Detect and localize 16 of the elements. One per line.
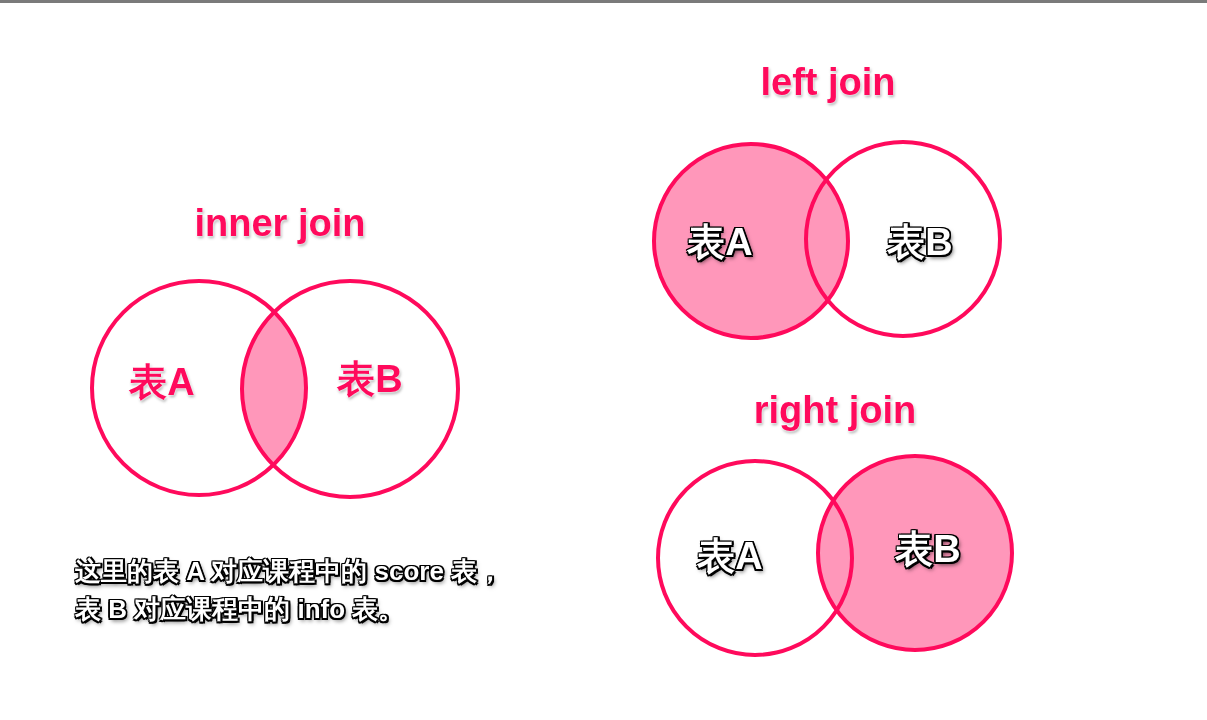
venn-circle [656,459,854,657]
join-heading: right join [753,390,917,432]
venn-circle [90,279,308,497]
set-label: 表B [895,529,961,571]
set-label: 表B [337,359,403,401]
venn-circle [804,140,1002,338]
join-heading: inner join [194,203,366,245]
set-label: 表A [129,362,195,404]
note-text: 这里的表 A 对应课程中的 score 表，表 B 对应课程中的 info 表。 [75,555,505,628]
set-label: 表B [887,222,953,264]
venn-circle [816,454,1014,652]
venn-circle [240,279,460,499]
set-label: 表A [687,222,753,264]
set-label: 表A [697,536,763,578]
join-heading: left join [760,62,896,104]
venn-circle [652,142,850,340]
